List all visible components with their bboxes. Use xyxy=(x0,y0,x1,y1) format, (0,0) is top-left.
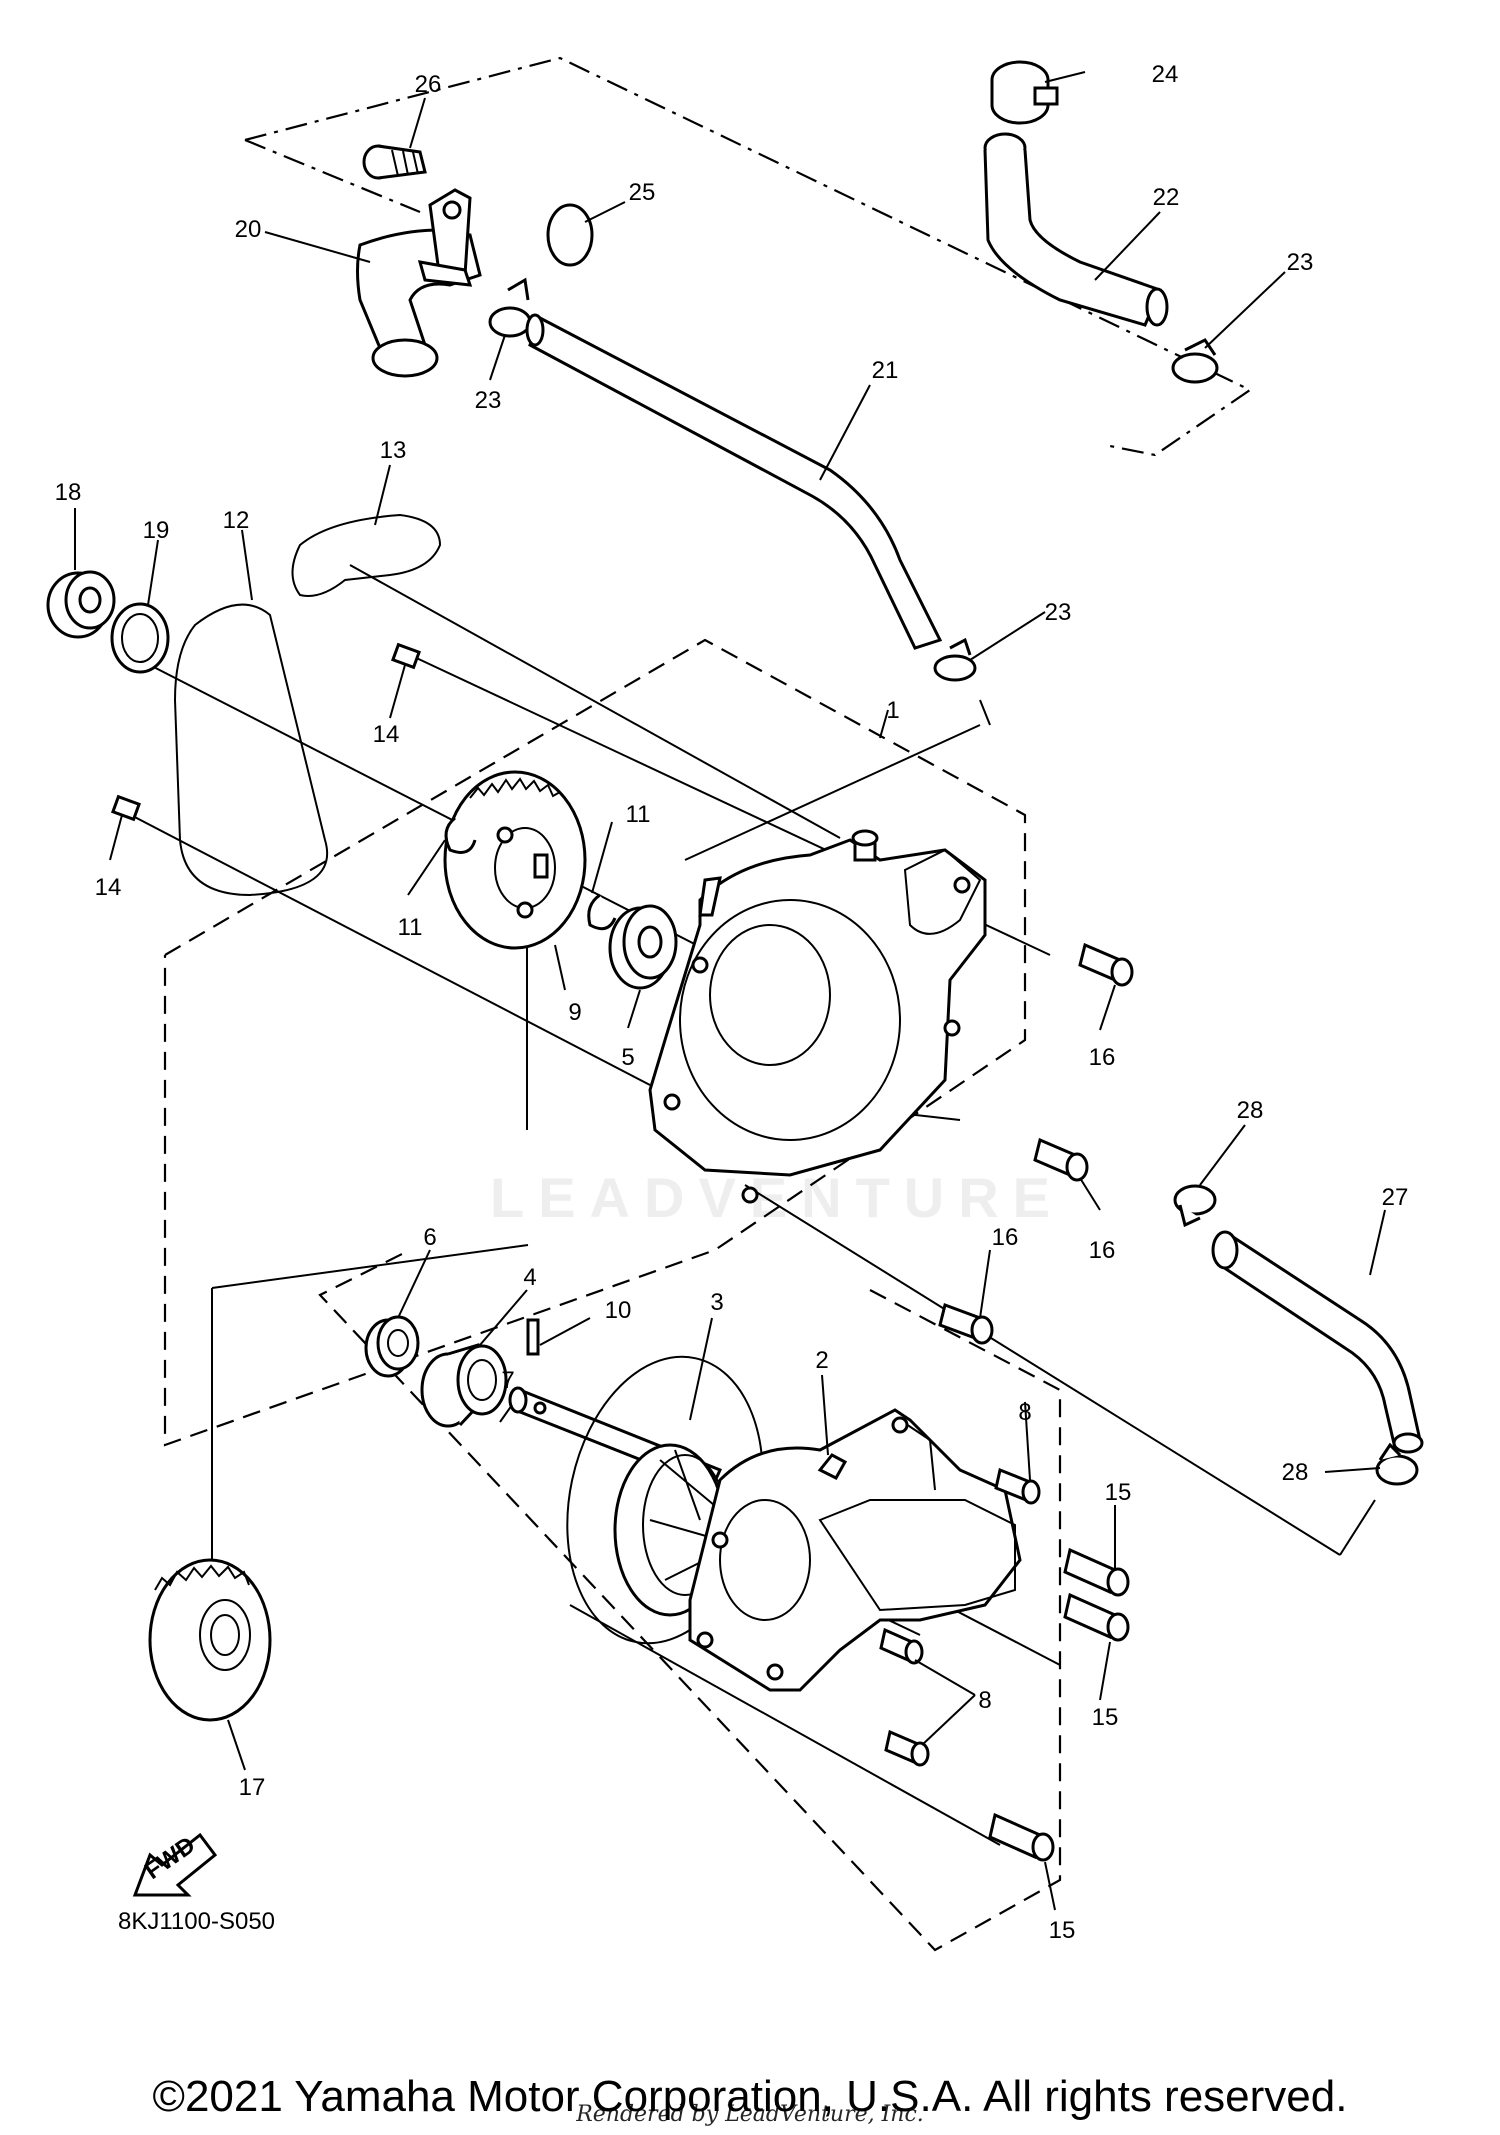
pump-housing-2 xyxy=(688,1408,1022,1692)
bolt-16-middle xyxy=(1033,1137,1089,1182)
callout-23-left: 23 xyxy=(475,387,502,414)
callout-11-right: 11 xyxy=(626,801,651,828)
watermark: LEADVENTURE xyxy=(490,1166,1065,1229)
water-pump-cover-1 xyxy=(648,829,987,1204)
callout-28-lower: 28 xyxy=(1282,1459,1309,1486)
circlip-11-right xyxy=(587,893,617,931)
callout-2: 2 xyxy=(815,1347,828,1374)
seal-13 xyxy=(291,513,442,597)
callout-15-middle: 15 xyxy=(1092,1704,1119,1731)
callout-8-upper: 8 xyxy=(1018,1399,1031,1426)
clamp-23-right xyxy=(1171,338,1219,384)
callout-17: 17 xyxy=(239,1774,266,1801)
bolt-15-middle xyxy=(1063,1592,1130,1642)
callout-14-upper: 14 xyxy=(373,721,400,748)
bolt-16-upper xyxy=(1078,942,1134,987)
gasket-12 xyxy=(173,603,329,897)
pump-assembly-outline xyxy=(318,1249,1062,1952)
pin-10 xyxy=(526,1318,540,1356)
align-line-7 xyxy=(1339,1499,1376,1556)
bearing-5 xyxy=(608,904,678,990)
assembly-outlines xyxy=(163,56,1253,1952)
cover-assembly-outline xyxy=(163,638,1027,1447)
callout-9: 9 xyxy=(568,999,581,1026)
clamp-24 xyxy=(990,60,1059,125)
callout-7: 7 xyxy=(501,1367,514,1394)
callout-22: 22 xyxy=(1153,184,1180,211)
callout-23-mid: 23 xyxy=(1045,599,1072,626)
callout-12: 12 xyxy=(223,507,250,534)
bolt-16-lower xyxy=(938,1303,994,1345)
callout-27: 27 xyxy=(1382,1184,1409,1211)
align-line-11 xyxy=(211,1244,529,1289)
circlip-11-left xyxy=(444,816,477,854)
clamp-23-mid xyxy=(933,637,977,682)
align-line-6 xyxy=(744,1184,1341,1556)
circlip-19 xyxy=(110,602,170,674)
callout-19: 19 xyxy=(143,517,170,544)
render-credit: Rendered by LeadVenture, Inc. xyxy=(576,2102,924,2127)
callout-21: 21 xyxy=(872,357,899,384)
bolt-15-upper xyxy=(1063,1547,1130,1597)
clamp-23-left xyxy=(488,277,532,338)
callout-24: 24 xyxy=(1152,61,1179,88)
callout-15-upper: 15 xyxy=(1105,1479,1132,1506)
gear-9 xyxy=(443,770,587,950)
callout-20: 20 xyxy=(235,216,262,243)
oil-seal-6 xyxy=(364,1315,420,1378)
gear-17 xyxy=(148,1558,272,1722)
align-line-1 xyxy=(124,811,651,1086)
callout-6: 6 xyxy=(423,1224,436,1251)
clamp-28-lower xyxy=(1375,1442,1419,1486)
callout-14-lower: 14 xyxy=(95,874,122,901)
clamp-28-upper xyxy=(1173,1184,1217,1228)
hose-group-outline xyxy=(244,56,1253,457)
bearing-18 xyxy=(46,570,116,639)
mechanical-seal-4 xyxy=(420,1343,508,1428)
hose-27 xyxy=(1211,1230,1424,1454)
callout-11-left: 11 xyxy=(398,914,423,941)
hose-group-outline-left xyxy=(244,138,421,214)
o-ring-25 xyxy=(546,203,594,267)
leader-lines xyxy=(74,71,1386,1911)
callout-8-lower: 8 xyxy=(978,1687,991,1714)
copyright-notice: ©2021 Yamaha Motor Corporation, U.S.A. A… xyxy=(152,2072,1348,2121)
callout-28-upper: 28 xyxy=(1237,1097,1264,1124)
dowel-14-upper xyxy=(391,642,421,670)
bolt-8-middle xyxy=(879,1627,924,1665)
callout-10: 10 xyxy=(605,1297,632,1324)
align-line-14 xyxy=(979,699,991,726)
callout-13: 13 xyxy=(380,437,407,464)
callout-4: 4 xyxy=(523,1264,536,1291)
align-line-5 xyxy=(349,564,841,839)
bolt-8-upper xyxy=(994,1467,1041,1505)
hose-22 xyxy=(983,132,1169,327)
bolt-15-lower xyxy=(988,1812,1055,1862)
elbow-fitting-20 xyxy=(356,188,482,378)
callout-labels: 26 24 22 23 20 25 23 21 23 13 18 19 12 1… xyxy=(55,61,1409,1944)
bolt-8-lower xyxy=(884,1729,930,1767)
callout-16-upper: 16 xyxy=(1089,1044,1116,1071)
callout-15-lower: 15 xyxy=(1049,1917,1076,1944)
hose-21 xyxy=(525,313,943,650)
callout-18: 18 xyxy=(55,479,82,506)
fwd-arrow-icon: FWD xyxy=(132,1831,218,1897)
callout-5: 5 xyxy=(621,1044,634,1071)
callout-25: 25 xyxy=(629,179,656,206)
callout-26: 26 xyxy=(415,71,442,98)
dowel-14-lower xyxy=(111,794,141,822)
callout-16-middle: 16 xyxy=(1089,1237,1116,1264)
align-line-10 xyxy=(569,1604,1001,1846)
callout-1: 1 xyxy=(886,697,899,724)
callout-16-lower: 16 xyxy=(992,1224,1019,1251)
bolt-26 xyxy=(362,144,427,180)
figure-code: 8KJ1100-S050 xyxy=(118,1908,276,1935)
align-line-15 xyxy=(684,724,981,861)
callout-23-right: 23 xyxy=(1287,249,1314,276)
callout-3: 3 xyxy=(710,1289,723,1316)
